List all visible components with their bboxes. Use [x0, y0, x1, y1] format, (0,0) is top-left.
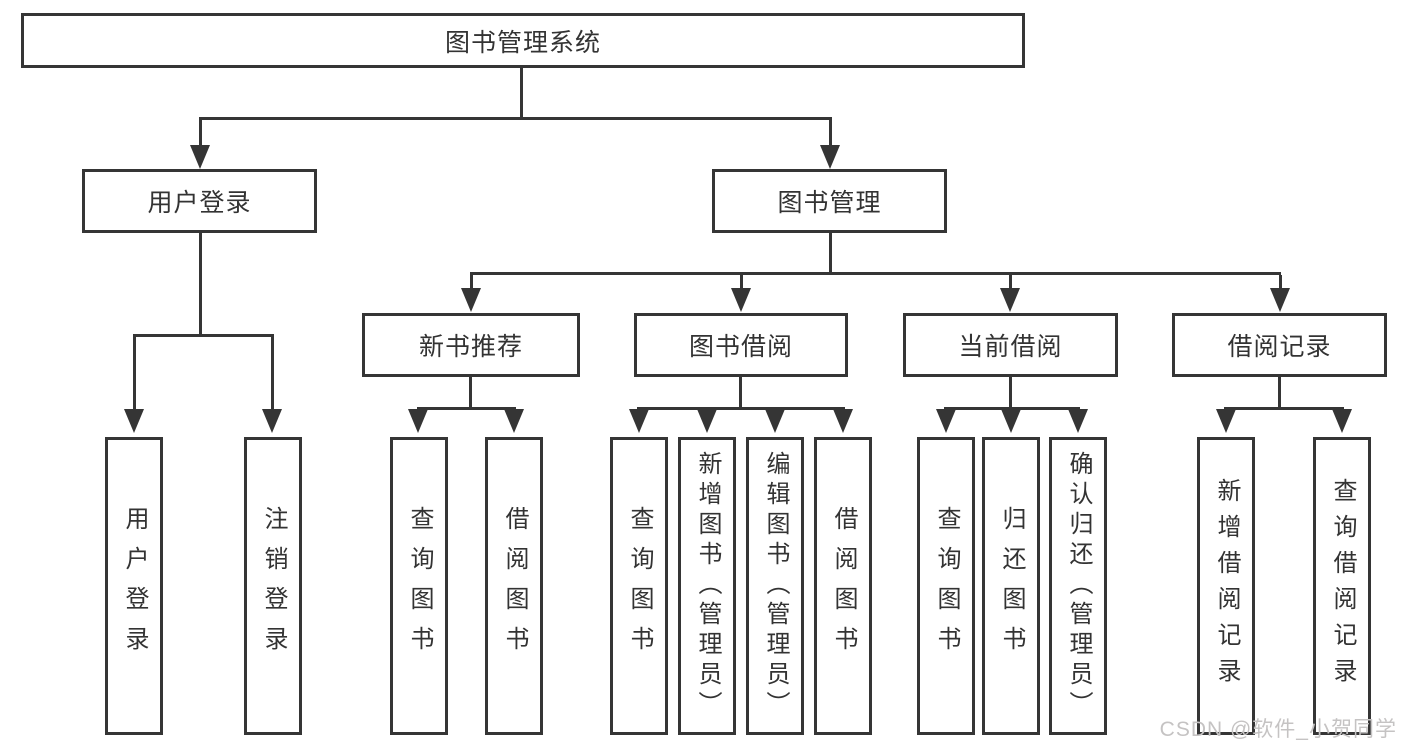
node-book-borrow-label: 图书借阅 — [688, 333, 793, 361]
arrow-borrow-leaf1 — [629, 409, 649, 433]
leaf-return-books: 归还图书 — [982, 437, 1040, 735]
arrow-user-login — [190, 145, 210, 169]
leaf-edit-books-admin-label: 编辑图书（管理员） — [762, 451, 789, 721]
node-current-borrow: 当前借阅 — [903, 313, 1118, 377]
arrow-newbook-leaf2 — [504, 409, 524, 433]
connector-newbook-bracket — [417, 407, 516, 410]
arrow-borrow-leaf4 — [833, 409, 853, 433]
leaf-newbook-borrow-books: 借阅图书 — [485, 437, 543, 735]
leaf-add-borrow-record: 新增借阅记录 — [1197, 437, 1255, 735]
arrow-borrow-leaf2 — [697, 409, 717, 433]
leaf-add-books-admin: 新增图书（管理员） — [678, 437, 736, 735]
node-root-label: 图书管理系统 — [444, 28, 601, 57]
node-new-book-recommend: 新书推荐 — [362, 313, 580, 377]
node-user-login-label: 用户登录 — [147, 189, 252, 217]
connector-login-stem — [199, 233, 202, 337]
leaf-current-query-books: 查询图书 — [917, 437, 975, 735]
leaf-newbook-borrow-books-label: 借阅图书 — [501, 506, 528, 666]
arrow-login-leaf2 — [262, 409, 282, 433]
node-new-book-recommend-label: 新书推荐 — [418, 333, 523, 361]
leaf-query-borrow-record: 查询借阅记录 — [1313, 437, 1371, 735]
arrow-newbook-leaf1 — [408, 409, 428, 433]
connector-login-leaf2-drop — [271, 337, 274, 410]
arrow-current-leaf3 — [1068, 409, 1088, 433]
leaf-newbook-query-books: 查询图书 — [390, 437, 448, 735]
node-book-management-label: 图书管理 — [777, 189, 882, 217]
leaf-current-query-books-label: 查询图书 — [933, 506, 960, 666]
arrow-current-leaf1 — [936, 409, 956, 433]
node-borrow-records-label: 借阅记录 — [1227, 333, 1332, 361]
connector-login-bracket — [133, 334, 274, 337]
arrow-book-mgmt — [820, 145, 840, 169]
connector-records-stem — [1278, 377, 1281, 410]
leaf-query-borrow-record-label: 查询借阅记录 — [1329, 478, 1356, 694]
leaf-confirm-return-admin: 确认归还（管理员） — [1049, 437, 1107, 735]
arrow-borrow — [731, 288, 751, 312]
connector-current-bracket — [944, 407, 1080, 410]
connector-records-bracket — [1224, 407, 1344, 410]
arrow-records — [1270, 288, 1290, 312]
csdn-watermark: CSDN @软件_小贺同学 — [1159, 718, 1397, 741]
connector-current-stem — [1009, 377, 1012, 410]
leaf-return-books-label: 归还图书 — [998, 506, 1025, 666]
leaf-user-login: 用户登录 — [105, 437, 163, 735]
connector-borrow-stem — [739, 377, 742, 410]
node-book-management: 图书管理 — [712, 169, 947, 233]
node-user-login: 用户登录 — [82, 169, 317, 233]
leaf-borrow-query-books-label: 查询图书 — [626, 506, 653, 666]
leaf-user-login-label: 用户登录 — [121, 506, 148, 666]
arrow-login-leaf1 — [124, 409, 144, 433]
connector-user-login-drop — [199, 120, 202, 146]
leaf-edit-books-admin: 编辑图书（管理员） — [746, 437, 804, 735]
connector-borrow-bracket — [637, 407, 845, 410]
leaf-borrow-query-books: 查询图书 — [610, 437, 668, 735]
arrow-current — [1000, 288, 1020, 312]
leaf-add-borrow-record-label: 新增借阅记录 — [1213, 478, 1240, 694]
node-borrow-records: 借阅记录 — [1172, 313, 1387, 377]
connector-level3-rail — [470, 272, 1281, 275]
connector-level2-rail — [199, 117, 832, 120]
leaf-logout-label: 注销登录 — [260, 506, 287, 666]
connector-borrow-drop — [740, 275, 743, 289]
arrow-records-leaf1 — [1216, 409, 1236, 433]
node-root: 图书管理系统 — [21, 13, 1025, 68]
connector-current-drop — [1009, 275, 1012, 289]
connector-book-mgmt-drop — [829, 120, 832, 146]
node-current-borrow-label: 当前借阅 — [958, 333, 1063, 361]
connector-newbook-stem — [469, 377, 472, 410]
connector-book-mgmt-stem — [829, 233, 832, 275]
connector-login-leaf1-drop — [133, 337, 136, 410]
arrow-newbook — [461, 288, 481, 312]
leaf-add-books-admin-label: 新增图书（管理员） — [694, 451, 721, 721]
arrow-current-leaf2 — [1001, 409, 1021, 433]
arrow-records-leaf2 — [1332, 409, 1352, 433]
leaf-logout: 注销登录 — [244, 437, 302, 735]
leaf-borrow-books: 借阅图书 — [814, 437, 872, 735]
arrow-borrow-leaf3 — [765, 409, 785, 433]
leaf-newbook-query-books-label: 查询图书 — [406, 506, 433, 666]
connector-records-drop — [1279, 275, 1282, 289]
node-book-borrow: 图书借阅 — [634, 313, 848, 377]
leaf-confirm-return-admin-label: 确认归还（管理员） — [1065, 451, 1092, 721]
leaf-borrow-books-label: 借阅图书 — [830, 506, 857, 666]
connector-newbook-drop — [470, 275, 473, 289]
connector-root-stem — [520, 68, 523, 120]
